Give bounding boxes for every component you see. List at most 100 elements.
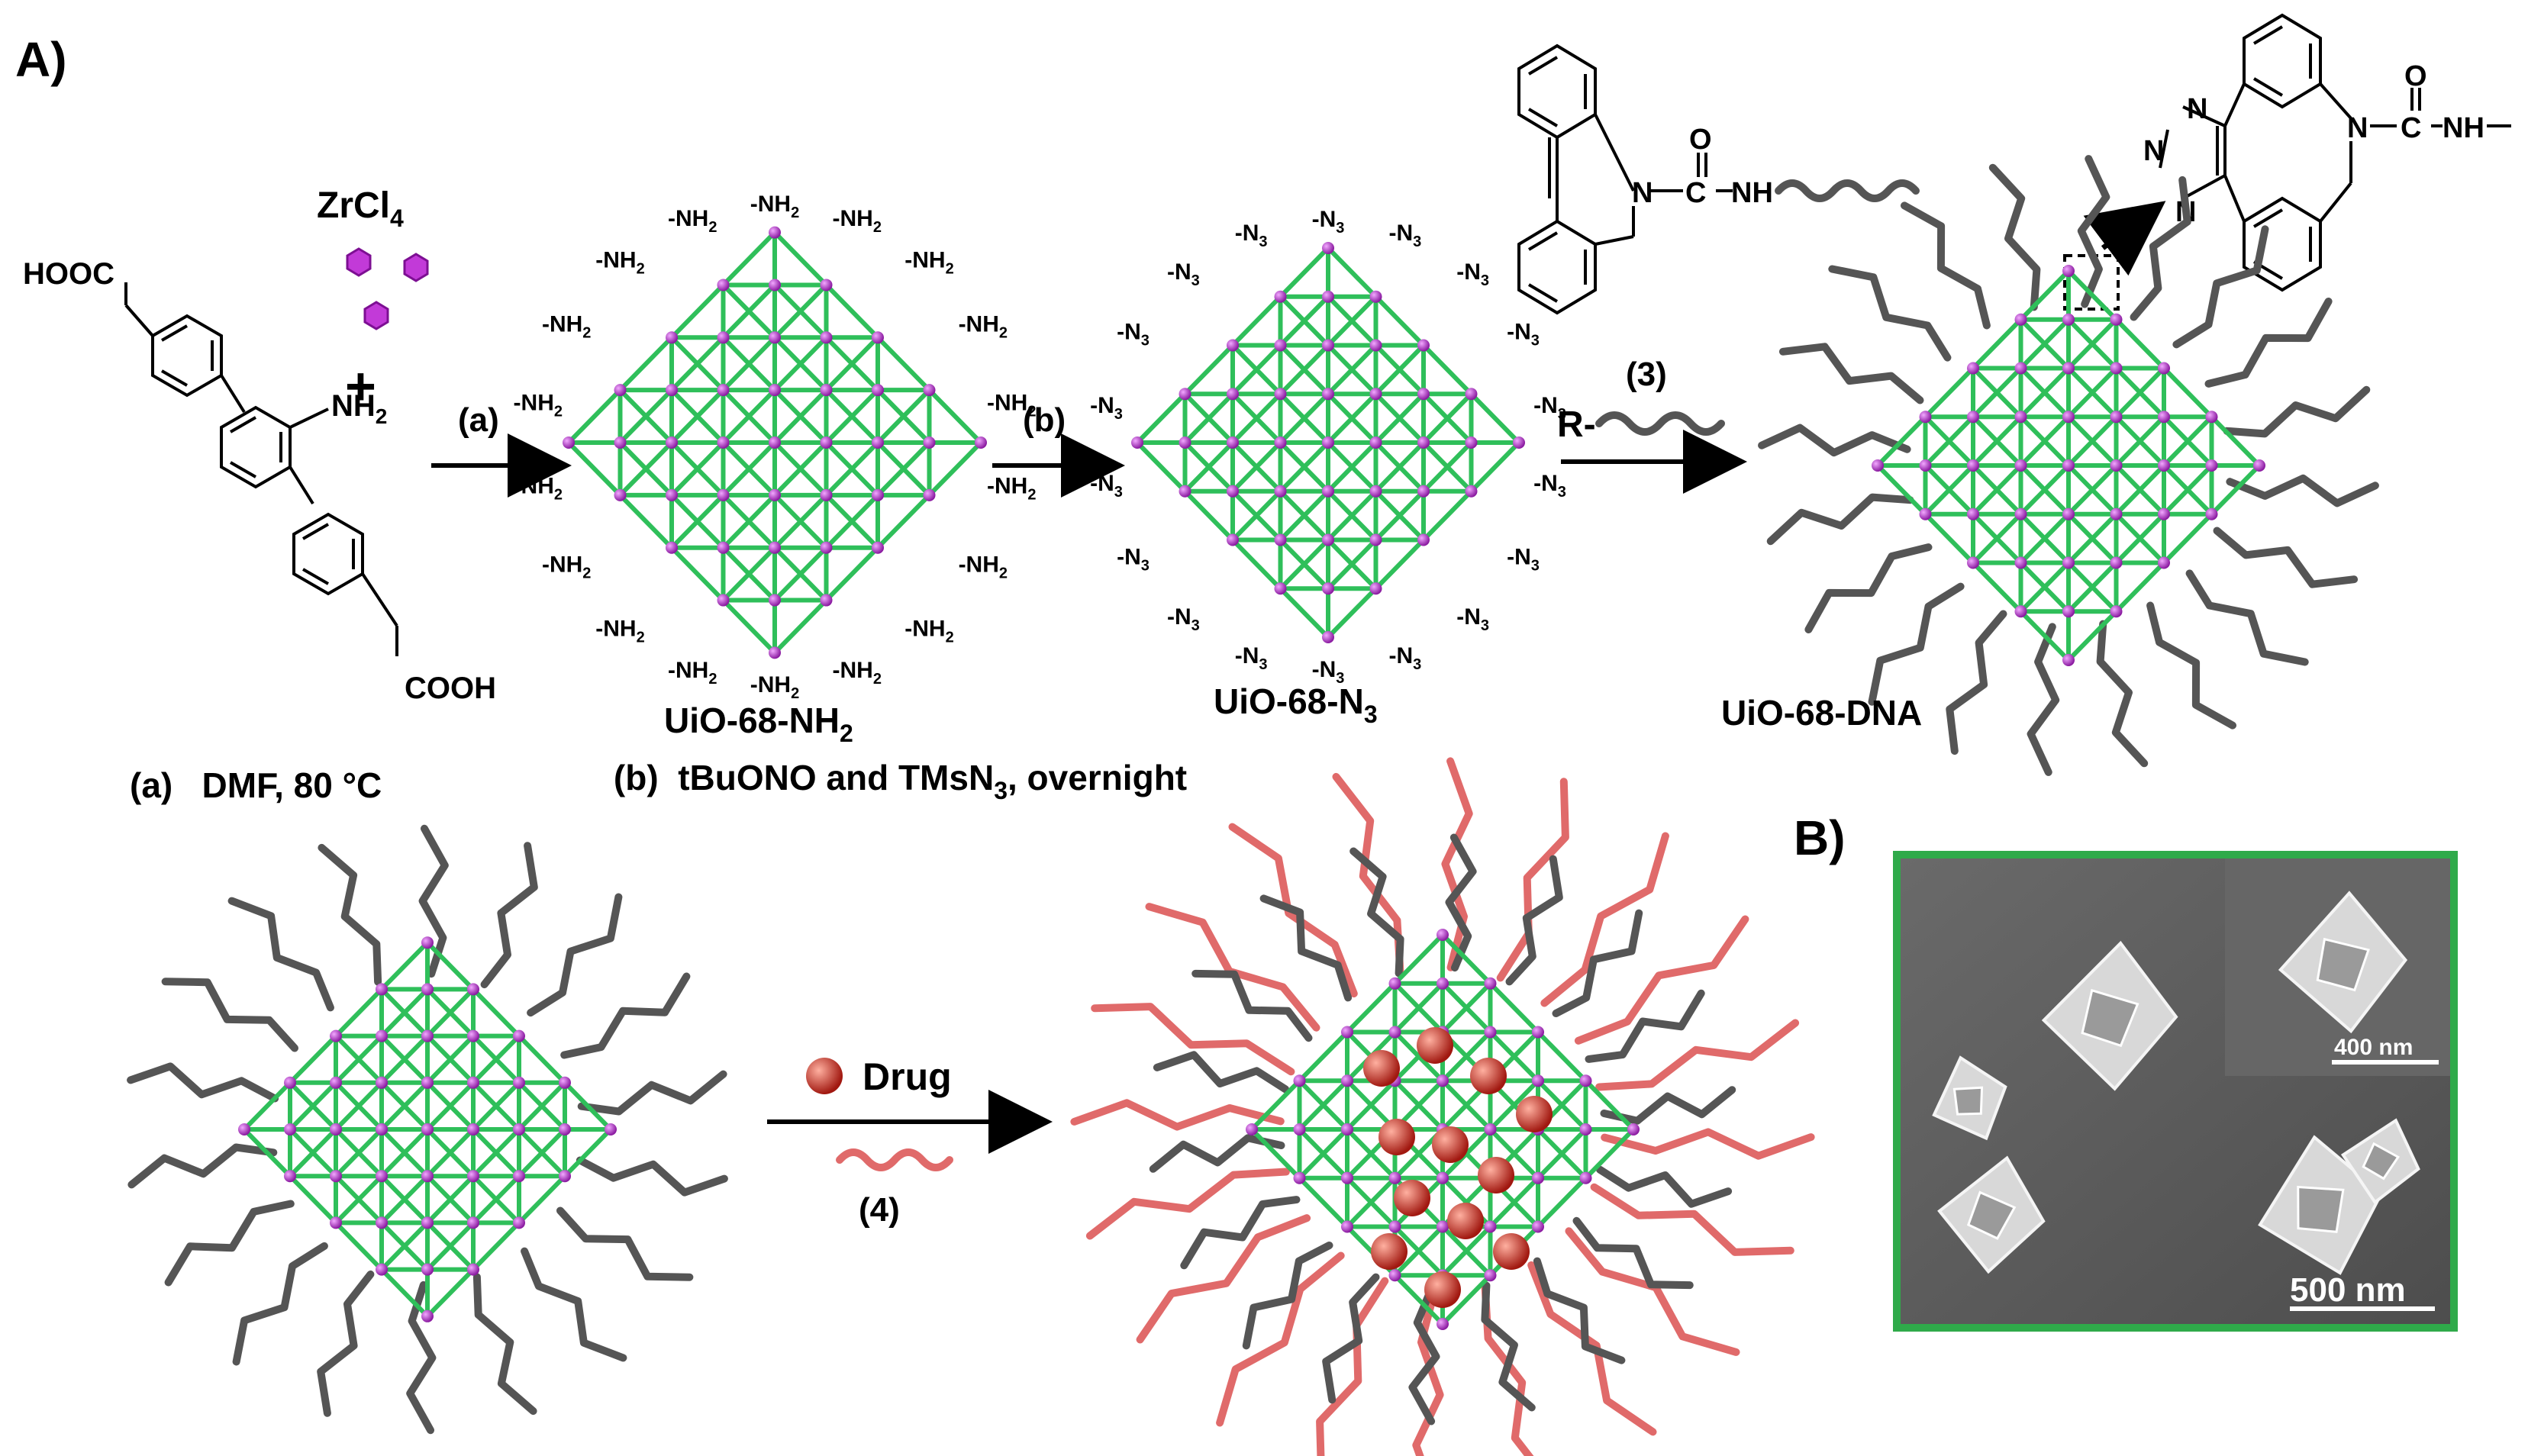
zr-node <box>769 488 781 501</box>
framework-bond <box>1345 1078 1398 1132</box>
dna-strand <box>2185 569 2309 666</box>
functional-group-label: -NH2 <box>904 616 953 646</box>
step-b-label: (b) <box>1023 401 1066 439</box>
dna-strand <box>1216 1251 1345 1427</box>
framework-bond <box>2066 511 2119 565</box>
dbco-nh: NH <box>1731 177 1773 209</box>
zr-node <box>1322 290 1334 303</box>
functional-group-label: -NH2 <box>959 312 1008 342</box>
dna-strand <box>317 1270 375 1417</box>
framework-bond <box>772 335 829 393</box>
zr-node <box>559 1123 571 1135</box>
zr-node <box>376 983 388 996</box>
linker-nh2: NH2 <box>331 389 387 428</box>
framework-bond <box>425 1267 476 1319</box>
dbco-n: N <box>1632 177 1653 209</box>
zr-node <box>820 436 833 449</box>
dna-strand <box>1778 343 1924 404</box>
zr-node <box>1274 582 1287 595</box>
zr-node <box>2062 411 2075 424</box>
zr-node <box>2062 556 2075 569</box>
zr-node <box>2062 605 2075 618</box>
zr-node <box>284 1123 296 1135</box>
plus-sign: + <box>345 356 376 416</box>
dna-strand <box>1085 1168 1290 1240</box>
zr-node <box>1967 362 1979 375</box>
sem-crystal <box>1932 1055 2007 1141</box>
zr-node <box>513 1076 525 1089</box>
triazole-product-c: C <box>2401 112 2421 144</box>
zr-node <box>2110 459 2123 472</box>
zr-node <box>2062 265 2075 277</box>
triazole-product-n: N <box>2347 112 2368 144</box>
step-a-label: (a) <box>458 401 499 439</box>
framework-bond <box>669 545 726 603</box>
zr-node <box>1437 977 1449 990</box>
zr-node <box>2014 507 2027 520</box>
framework-bond <box>471 1220 521 1272</box>
inset-scale-label: 400 nm <box>2334 1035 2413 1060</box>
sem-crystal <box>2278 891 2408 1034</box>
zr-node <box>467 1263 479 1276</box>
zr-node <box>1322 485 1334 498</box>
zr-node <box>666 541 678 554</box>
zr-node <box>820 541 833 554</box>
functional-group-label: -N3 <box>1167 259 1200 289</box>
framework-bond <box>334 1033 384 1085</box>
zr-node <box>2062 654 2075 666</box>
functional-group-label: -NH2 <box>987 390 1036 420</box>
functional-group-label: -N3 <box>1456 604 1489 634</box>
zr-node <box>1437 1074 1449 1087</box>
dna-strand <box>232 1242 328 1366</box>
zr-node <box>2014 605 2027 618</box>
zr-node <box>1322 436 1334 449</box>
dna-strand <box>1901 201 1991 330</box>
zr-node <box>769 436 781 449</box>
zr-node <box>820 384 833 397</box>
zr-node <box>559 1076 571 1089</box>
zr-cluster-icons <box>346 247 429 330</box>
zr-node <box>467 1029 479 1042</box>
functional-group-label: -NH2 <box>542 312 591 342</box>
zr-node <box>717 436 730 449</box>
mof-uio68-nh2 <box>563 226 987 659</box>
framework-bond <box>471 1127 521 1179</box>
zr-node <box>1484 1220 1497 1233</box>
zr-node <box>1484 1269 1497 1282</box>
dna-strand <box>1766 493 1914 546</box>
dna-strand <box>318 843 382 986</box>
framework-bond <box>471 1080 521 1132</box>
mof-drug-loaded <box>1070 757 1815 1456</box>
zr-node <box>2205 411 2218 424</box>
zr-node <box>467 983 479 996</box>
zr-node <box>2110 556 2123 569</box>
dna-strand <box>1585 989 1705 1063</box>
zr-node <box>614 488 627 501</box>
framework-bond <box>471 987 521 1039</box>
framework-bond <box>721 598 777 656</box>
zr-node <box>1437 1220 1449 1233</box>
framework-bond <box>1230 391 1283 445</box>
triazole-structure <box>2159 13 2511 292</box>
zr-node <box>1967 556 1979 569</box>
dna-strand <box>1988 163 2041 311</box>
framework-bond <box>425 940 476 992</box>
dna-strand <box>1191 969 1313 1042</box>
triazole-product-o: O <box>2404 60 2427 92</box>
functional-group-label: -NH2 <box>833 658 882 688</box>
zr-node <box>1369 533 1382 546</box>
framework-bond <box>1278 586 1330 639</box>
zr-node <box>1322 242 1334 254</box>
dna-strand <box>576 1156 728 1197</box>
framework-bond <box>563 1080 613 1132</box>
framework-bond <box>2066 560 2119 614</box>
zr-node <box>1179 485 1191 498</box>
zr-node <box>1131 436 1143 449</box>
step-3-label: (3) <box>1626 356 1667 393</box>
zr-node <box>1388 1269 1401 1282</box>
zr-node <box>769 331 781 344</box>
framework-bond <box>1440 1127 1493 1181</box>
framework-bond <box>1345 981 1398 1035</box>
dna-strand <box>1180 1196 1301 1270</box>
